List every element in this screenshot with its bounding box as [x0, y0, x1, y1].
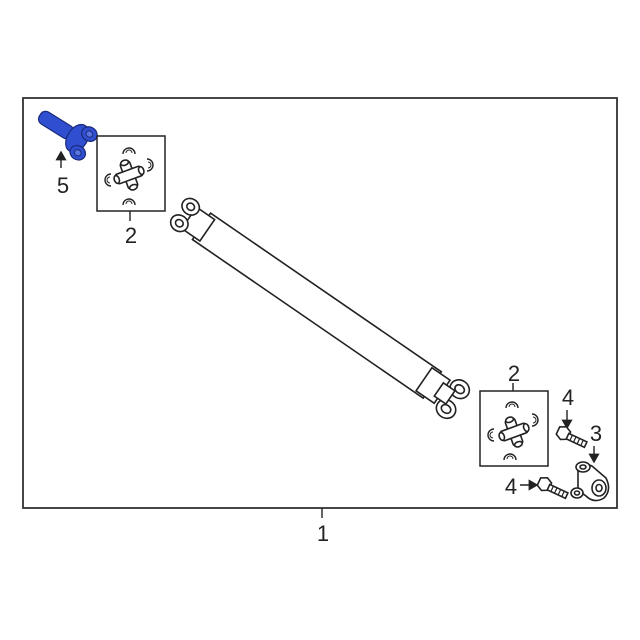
slip-yoke-part-5[interactable]	[30, 101, 100, 163]
bolt-part-4-lower[interactable]	[535, 474, 571, 502]
drive-shaft-part-1[interactable]	[166, 193, 473, 422]
diagram-frame	[22, 97, 618, 509]
flange-yoke-part-3[interactable]	[570, 461, 610, 502]
callout-label-4-lower: 4	[505, 474, 517, 499]
callout-label-2-front: 2	[125, 223, 137, 248]
callout-label-5: 5	[57, 173, 69, 198]
bolt-part-4-upper[interactable]	[554, 423, 590, 451]
callout-label-3: 3	[590, 421, 602, 446]
callout-label-2-rear: 2	[508, 361, 520, 386]
universal-joint-kit-part-2-front[interactable]	[96, 135, 166, 212]
callout-label-1: 1	[317, 521, 329, 546]
universal-joint-kit-part-2-rear[interactable]	[479, 390, 549, 467]
callout-label-4-upper: 4	[562, 385, 574, 410]
